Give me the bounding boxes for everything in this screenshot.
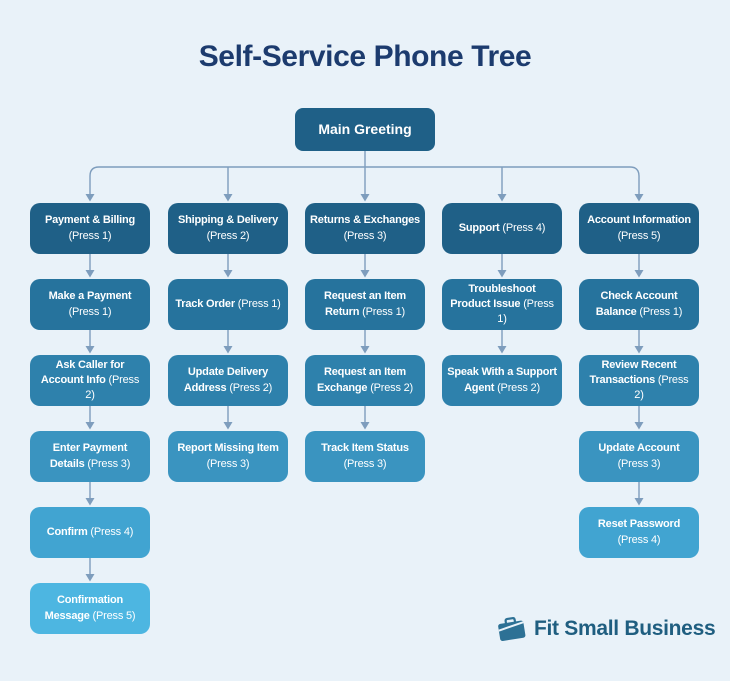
tree-box-account-information-3: Review Recent Transactions (Press 2) [579,355,699,406]
tree-box-account-information-1: Account Information (Press 5) [579,203,699,254]
tree-box-returns-exchanges-1: Returns & Exchanges (Press 3) [305,203,425,254]
tree-box-payment-billing-4: Enter Payment Details (Press 3) [30,431,150,482]
tree-box-support-2: Troubleshoot Product Issue (Press 1) [442,279,562,330]
tree-box-shipping-delivery-3: Update Delivery Address (Press 2) [168,355,288,406]
tree-box-account-information-4: Update Account (Press 3) [579,431,699,482]
tree-box-returns-exchanges-4: Track Item Status (Press 3) [305,431,425,482]
logo: Fit Small Business [496,615,716,643]
tree-box-payment-billing-2: Make a Payment (Press 1) [30,279,150,330]
tree-box-payment-billing-1: Payment & Billing (Press 1) [30,203,150,254]
tree-box-shipping-delivery-4: Report Missing Item (Press 3) [168,431,288,482]
tree-box-payment-billing-5: Confirm (Press 4) [30,507,150,558]
tree-box-payment-billing-6: Confirmation Message (Press 5) [30,583,150,634]
page-title: Self-Service Phone Tree [198,40,532,73]
tree-box-returns-exchanges-3: Request an Item Exchange (Press 2) [305,355,425,406]
tree-box-shipping-delivery-2: Track Order (Press 1) [168,279,288,330]
tree-box-account-information-5: Reset Password (Press 4) [579,507,699,558]
tree-box-support-1: Support (Press 4) [442,203,562,254]
main-greeting-label: Main Greeting [318,120,412,137]
tree-box-shipping-delivery-1: Shipping & Delivery (Press 2) [168,203,288,254]
main-greeting-box: Main Greeting [295,108,435,151]
tree-box-returns-exchanges-2: Request an Item Return (Press 1) [305,279,425,330]
tree-box-support-3: Speak With a Support Agent (Press 2) [442,355,562,406]
tree-box-payment-billing-3: Ask Caller for Account Info (Press 2) [30,355,150,406]
tree-box-account-information-2: Check Account Balance (Press 1) [579,279,699,330]
briefcase-icon [498,617,526,642]
logo-text: Fit Small Business [534,617,716,640]
